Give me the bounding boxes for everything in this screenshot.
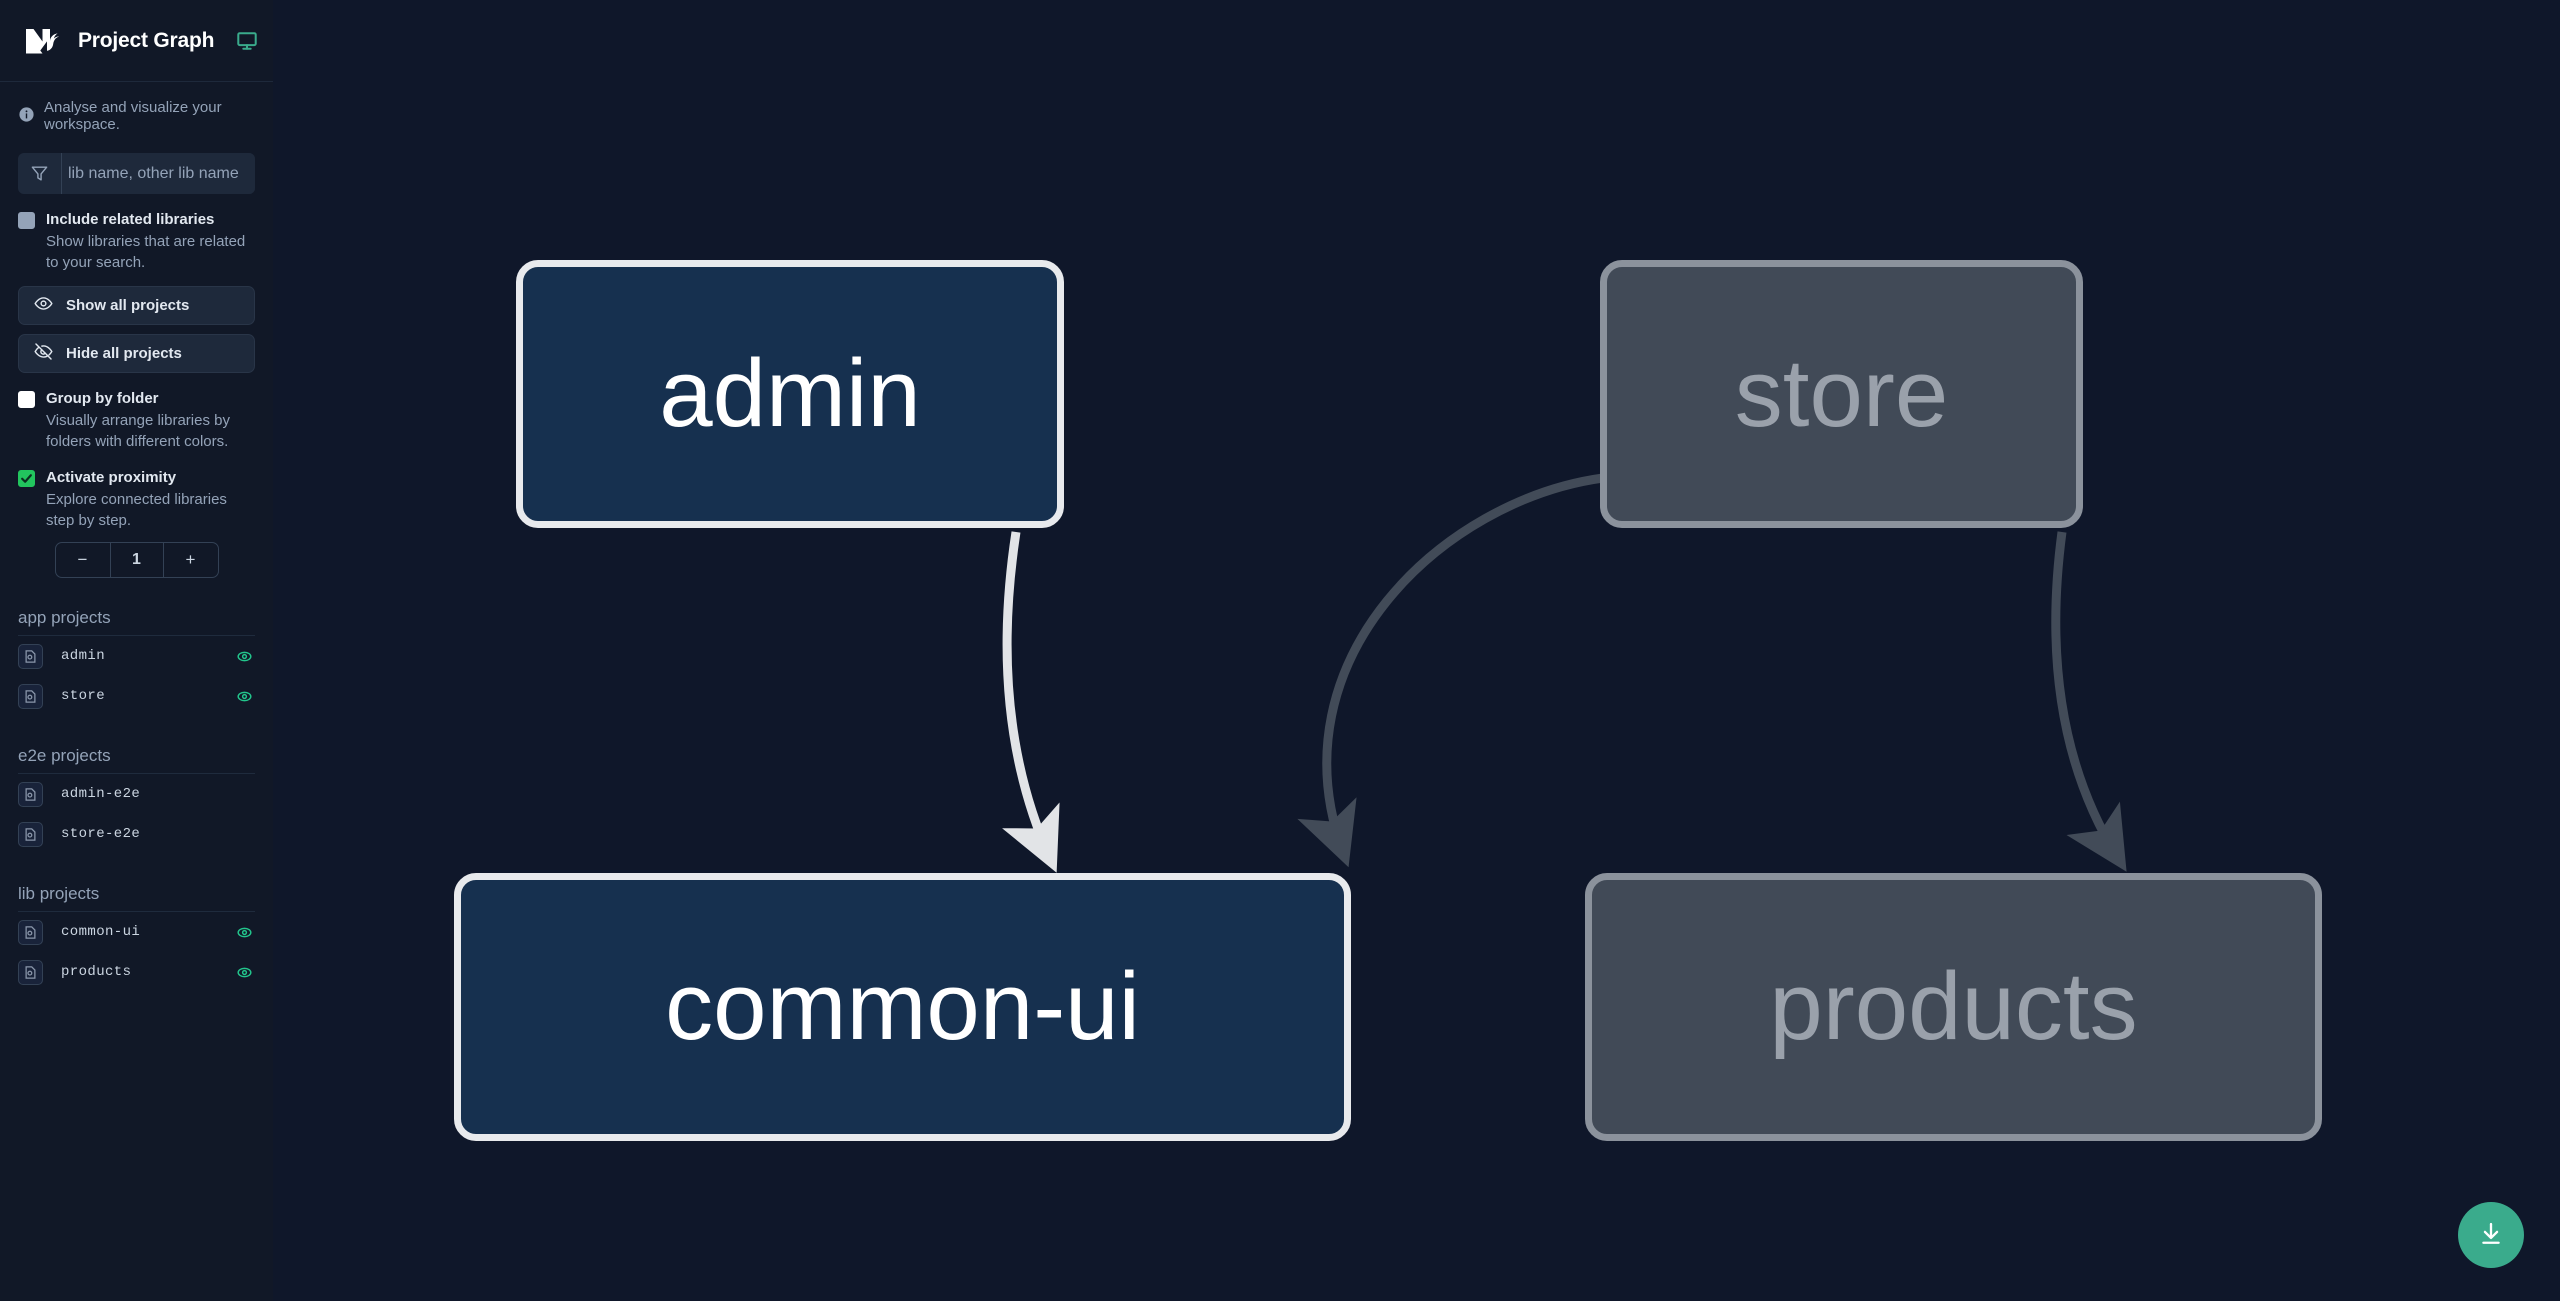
project-list-item-store-e2e[interactable]: store-e2e — [18, 814, 255, 854]
edge-store-to-common-ui — [1297, 473, 1604, 868]
project-group-title: app projects — [18, 608, 255, 636]
project-name: admin-e2e — [61, 786, 141, 802]
project-list-item-admin-e2e[interactable]: admin-e2e — [18, 774, 255, 814]
project-list-item-admin[interactable]: admin — [18, 636, 255, 676]
option-title: Group by folder — [46, 390, 159, 407]
project-name: store-e2e — [61, 826, 141, 842]
info-icon — [18, 106, 35, 127]
sidebar: Project Graph Analyse and visualize your… — [0, 0, 273, 1301]
nx-logo-icon — [18, 19, 64, 63]
project-group-lib: lib projects common-ui — [0, 884, 273, 992]
project-group-title: lib projects — [18, 884, 255, 912]
option-description: Explore connected libraries step by step… — [46, 491, 227, 529]
project-name: products — [61, 964, 132, 980]
eye-open-icon[interactable] — [235, 963, 255, 982]
proximity-stepper: − 1 + — [54, 542, 219, 578]
option-title: Include related libraries — [46, 211, 215, 228]
monitor-icon[interactable] — [236, 30, 258, 52]
include-related-libraries-checkbox[interactable] — [18, 212, 35, 229]
eye-open-icon[interactable] — [235, 923, 255, 942]
activate-proximity-checkbox[interactable] — [18, 470, 35, 487]
edge-store-to-products — [2051, 531, 2127, 872]
download-graph-button[interactable] — [2458, 1202, 2524, 1268]
graph-node-products[interactable]: products — [1585, 873, 2322, 1141]
graph-node-store[interactable]: store — [1600, 260, 2083, 528]
project-icon — [18, 959, 43, 985]
page-title: Project Graph — [78, 28, 215, 52]
project-group-app: app projects admin — [0, 608, 273, 716]
project-icon — [18, 781, 43, 807]
workspace-subtitle: Analyse and visualize your workspace. — [0, 82, 273, 147]
project-icon — [18, 919, 43, 945]
edge-admin-to-common-ui — [1002, 531, 1060, 873]
workspace-subtitle-text: Analyse and visualize your workspace. — [44, 99, 222, 133]
project-list-item-products[interactable]: products — [18, 952, 255, 992]
eye-open-icon[interactable] — [235, 647, 255, 666]
option-description: Visually arrange libraries by folders wi… — [46, 412, 230, 450]
proximity-stepper-wrap: − 1 + — [0, 531, 273, 578]
option-activate-proximity[interactable]: Activate proximity Explore connected lib… — [0, 452, 273, 531]
group-by-folder-checkbox[interactable] — [18, 391, 35, 408]
option-description: Show libraries that are related to your … — [46, 233, 246, 271]
show-all-projects-label: Show all projects — [66, 297, 190, 314]
search-bar[interactable] — [18, 153, 255, 194]
option-title: Activate proximity — [46, 469, 177, 486]
graph-node-label: products — [1769, 953, 2138, 1060]
search-input[interactable] — [61, 153, 255, 194]
show-all-projects-button[interactable]: Show all projects — [18, 286, 255, 325]
eye-open-icon[interactable] — [235, 687, 255, 706]
proximity-increment-button[interactable]: + — [185, 550, 196, 569]
hide-all-projects-button[interactable]: Hide all projects — [18, 334, 255, 373]
project-group-title: e2e projects — [18, 746, 255, 774]
eye-off-icon — [34, 342, 53, 365]
option-group-by-folder[interactable]: Group by folder Visually arrange librari… — [0, 373, 273, 452]
sidebar-header: Project Graph — [0, 0, 273, 82]
hide-all-projects-label: Hide all projects — [66, 345, 182, 362]
graph-node-label: common-ui — [665, 953, 1140, 1060]
filter-icon — [18, 153, 61, 194]
proximity-value: 1 — [109, 543, 164, 577]
graph-node-label: store — [1734, 340, 1949, 447]
project-list-item-common-ui[interactable]: common-ui — [18, 912, 255, 952]
eye-icon — [34, 294, 53, 317]
project-name: common-ui — [61, 924, 141, 940]
visibility-buttons: Show all projects Hide all projects — [0, 273, 273, 373]
project-name: admin — [61, 648, 106, 664]
graph-node-admin[interactable]: admin — [516, 260, 1064, 528]
project-name: store — [61, 688, 106, 704]
project-icon — [18, 643, 43, 669]
graph-canvas[interactable]: admin store common-ui products — [273, 0, 2560, 1301]
project-list-item-store[interactable]: store — [18, 676, 255, 716]
option-include-related-libraries[interactable]: Include related libraries Show libraries… — [0, 194, 273, 273]
project-group-e2e: e2e projects admin-e2e store-e2e — [0, 746, 273, 854]
graph-node-common-ui[interactable]: common-ui — [454, 873, 1351, 1141]
project-icon — [18, 821, 43, 847]
download-icon — [2477, 1220, 2505, 1251]
project-icon — [18, 683, 43, 709]
graph-node-label: admin — [659, 340, 921, 447]
proximity-decrement-button[interactable]: − — [77, 550, 88, 569]
